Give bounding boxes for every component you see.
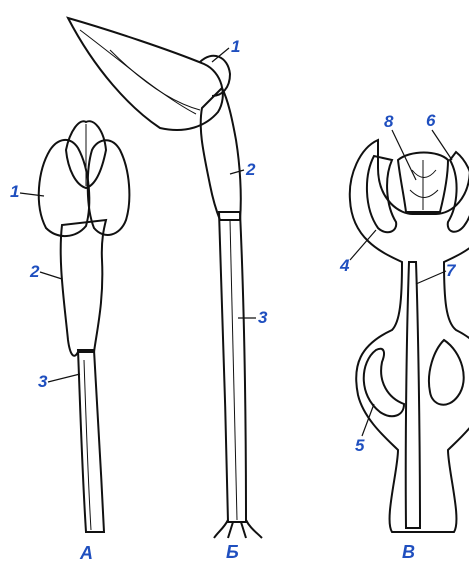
label-c6: 6 [426,111,436,130]
caption-a: А [79,543,93,563]
c-lower-left [364,349,404,416]
a-stalk [78,350,104,532]
a-neck [61,220,106,356]
b-stalk [219,212,246,522]
b-cap [200,56,230,96]
specimen-a [39,121,130,532]
label-c7: 7 [446,261,457,280]
label-c8: 8 [384,112,394,131]
c-lower-right [429,340,464,405]
c-upper-left [367,156,396,232]
specimen-c [350,140,469,532]
specimen-b [68,18,262,538]
caption-b: Б [226,542,239,562]
label-b3: 3 [258,308,268,327]
label-c5: 5 [355,436,365,455]
caption-c: В [402,542,415,562]
c-column [406,262,420,528]
label-b1: 1 [231,37,240,56]
a-bulb-left [39,140,90,236]
b-cone [68,18,223,130]
label-a3: 3 [38,372,48,391]
label-a1: 1 [10,182,19,201]
label-a2: 2 [29,262,40,281]
label-c4: 4 [339,256,350,275]
label-b2: 2 [245,160,256,179]
